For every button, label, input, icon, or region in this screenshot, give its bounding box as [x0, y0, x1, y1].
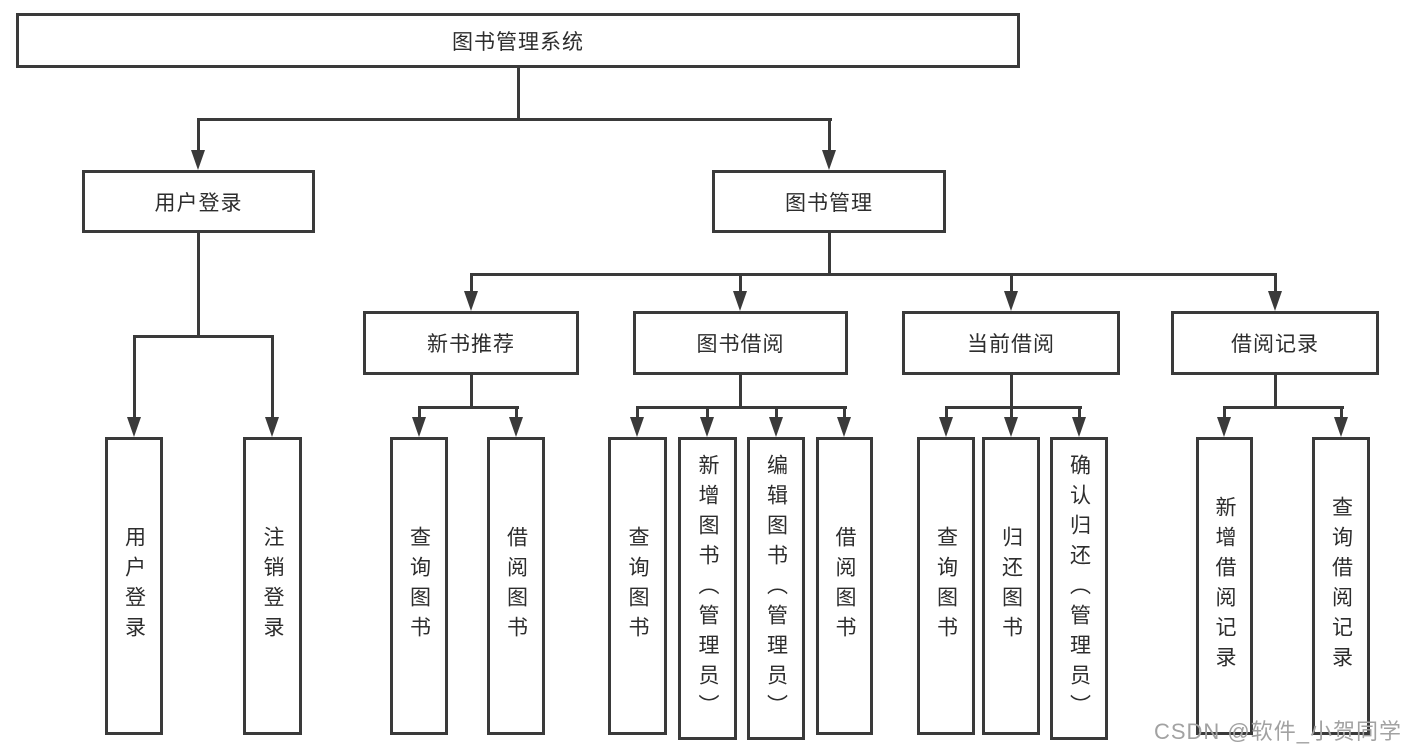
connector-line [271, 335, 274, 419]
connector-line [1078, 406, 1081, 420]
arrow-down-icon [700, 417, 714, 437]
connector-line [828, 118, 831, 152]
connector-line [515, 406, 518, 420]
connector-line [1010, 375, 1013, 409]
leaf-query-books-borrowing: 查询图书 [608, 437, 667, 735]
leaf-user-login: 用户登录 [105, 437, 163, 735]
connector-line [1274, 273, 1277, 295]
connector-line [706, 406, 709, 420]
leaf-add-borrow-record: 新增借阅记录 [1196, 437, 1253, 735]
connector-line [739, 273, 742, 295]
node-current-borrowing: 当前借阅 [902, 311, 1120, 375]
leaf-logout: 注销登录 [243, 437, 302, 735]
connector-line [945, 406, 948, 420]
node-borrowing-records: 借阅记录 [1171, 311, 1379, 375]
connector-line [470, 273, 1277, 276]
arrow-down-icon [1268, 291, 1282, 311]
leaf-edit-books-admin: 编辑图书（管理员） [747, 437, 805, 740]
leaf-return-books: 归还图书 [982, 437, 1040, 735]
connector-line [1223, 406, 1344, 409]
connector-line [636, 406, 639, 420]
connector-line [197, 233, 200, 337]
leaf-borrow-books: 借阅图书 [816, 437, 873, 735]
arrow-down-icon [1004, 417, 1018, 437]
node-new-book-recommendation: 新书推荐 [363, 311, 579, 375]
node-label: 借阅记录 [1231, 333, 1319, 356]
leaf-label: 借阅图书 [833, 526, 856, 646]
leaf-label: 新增图书（管理员） [696, 453, 719, 724]
leaf-add-books-admin: 新增图书（管理员） [678, 437, 737, 740]
node-book-management: 图书管理 [712, 170, 946, 233]
leaf-query-borrow-record: 查询借阅记录 [1312, 437, 1370, 735]
node-label: 图书管理系统 [452, 30, 584, 54]
arrow-down-icon [630, 417, 644, 437]
arrow-down-icon [265, 417, 279, 437]
arrow-down-icon [1004, 291, 1018, 311]
arrow-down-icon [464, 291, 478, 311]
connector-line [1223, 406, 1226, 420]
connector-line [843, 406, 846, 420]
arrow-down-icon [837, 417, 851, 437]
leaf-label: 注销登录 [261, 526, 284, 646]
connector-line [636, 406, 847, 409]
connector-line [828, 233, 831, 275]
node-library-management-system: 图书管理系统 [16, 13, 1020, 68]
connector-line [1274, 375, 1277, 409]
connector-line [470, 273, 473, 295]
leaf-label: 用户登录 [122, 526, 146, 646]
connector-line [1010, 406, 1013, 420]
connector-line [517, 68, 520, 120]
arrow-down-icon [509, 417, 523, 437]
watermark-text: CSDN @软件_小贺同学 [1153, 719, 1402, 744]
arrow-down-icon [1217, 417, 1231, 437]
connector-line [739, 375, 742, 409]
node-label: 图书管理 [785, 191, 873, 215]
arrow-down-icon [939, 417, 953, 437]
connector-line [1010, 273, 1013, 295]
connector-line [133, 335, 136, 419]
leaf-label: 查询图书 [934, 526, 958, 646]
arrow-down-icon [769, 417, 783, 437]
arrow-down-icon [1334, 417, 1348, 437]
leaf-label: 编辑图书（管理员） [764, 453, 788, 724]
leaf-label: 查询图书 [626, 526, 649, 646]
connector-line [197, 118, 832, 121]
arrow-down-icon [191, 150, 205, 170]
connector-line [418, 406, 519, 409]
node-label: 图书借阅 [696, 333, 785, 356]
leaf-confirm-return-admin: 确认归还（管理员） [1050, 437, 1108, 740]
connector-line [418, 406, 421, 420]
leaf-query-books-current: 查询图书 [917, 437, 975, 735]
connector-line [945, 406, 1082, 409]
arrow-down-icon [1072, 417, 1086, 437]
leaf-label: 新增借阅记录 [1213, 496, 1236, 676]
leaf-borrow-books-recommend: 借阅图书 [487, 437, 545, 735]
arrow-down-icon [127, 417, 141, 437]
connector-line [470, 375, 473, 409]
connector-line [197, 118, 200, 152]
leaf-label: 借阅图书 [504, 526, 528, 646]
connector-line [1340, 406, 1343, 420]
node-book-borrowing: 图书借阅 [633, 311, 848, 375]
leaf-label: 查询图书 [407, 526, 431, 646]
arrow-down-icon [822, 150, 836, 170]
connector-line [133, 335, 274, 338]
leaf-label: 确认归还（管理员） [1067, 453, 1091, 724]
leaf-label: 查询借阅记录 [1329, 496, 1353, 676]
node-user-login: 用户登录 [82, 170, 315, 233]
leaf-label: 归还图书 [999, 526, 1023, 646]
connector-line [775, 406, 778, 420]
node-label: 用户登录 [154, 191, 243, 215]
leaf-query-books-recommend: 查询图书 [390, 437, 448, 735]
arrow-down-icon [733, 291, 747, 311]
arrow-down-icon [412, 417, 426, 437]
node-label: 新书推荐 [427, 333, 515, 356]
node-label: 当前借阅 [967, 333, 1055, 356]
